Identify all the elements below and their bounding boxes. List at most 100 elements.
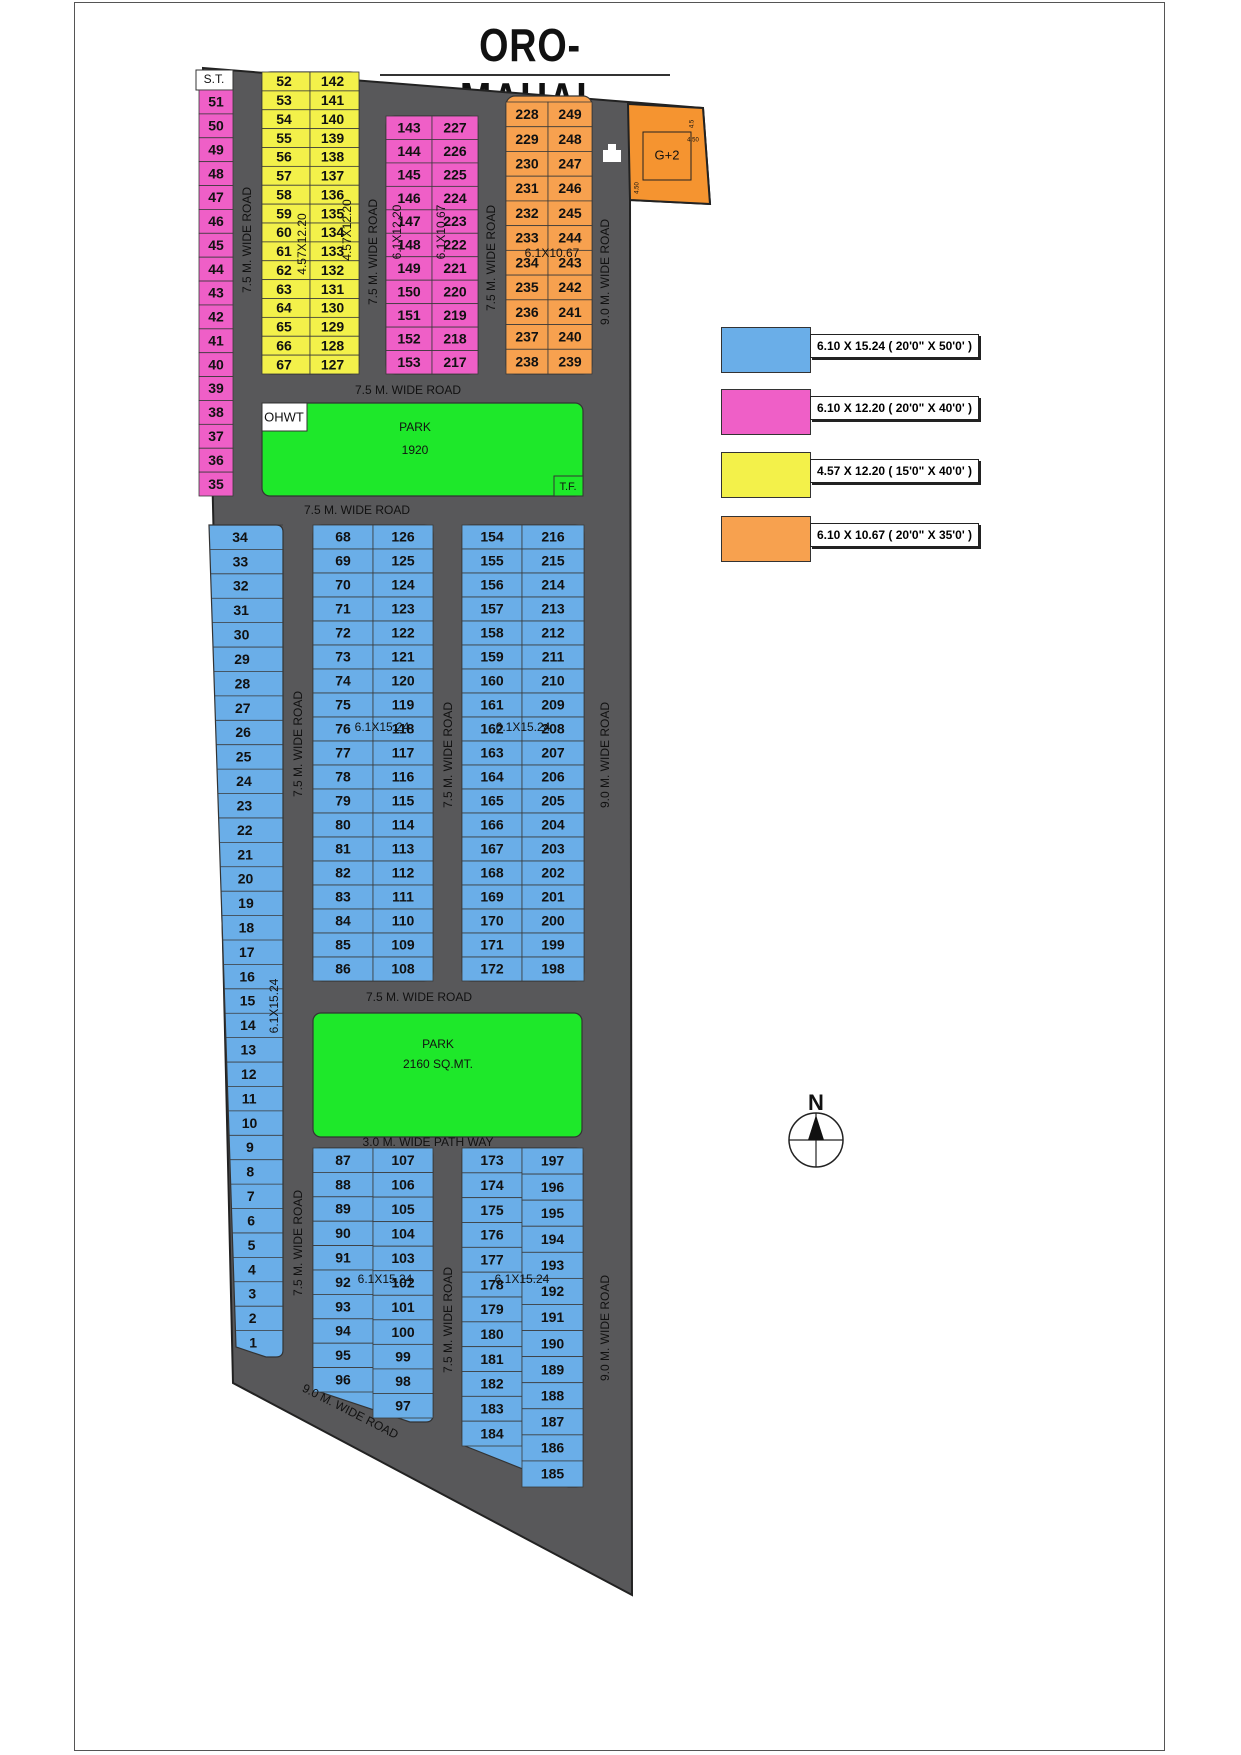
plot-number: 241 bbox=[558, 304, 582, 320]
plot-number: 218 bbox=[443, 331, 467, 347]
plot-number: 150 bbox=[397, 284, 421, 300]
plot-number: 166 bbox=[480, 817, 504, 833]
plot-number: 110 bbox=[392, 913, 415, 929]
plot-number: 170 bbox=[480, 913, 504, 929]
pink-size: 6.1X12.20 bbox=[390, 204, 404, 259]
small-structure-icon bbox=[603, 150, 621, 162]
plot-number: 154 bbox=[480, 529, 504, 545]
plot-cell bbox=[521, 812, 585, 838]
legend-swatch bbox=[721, 389, 811, 435]
plot-number: 234 bbox=[515, 254, 539, 270]
plot-number: 140 bbox=[321, 111, 345, 127]
road-label: 7.5 M. WIDE ROAD bbox=[366, 990, 472, 1004]
plot-number: 210 bbox=[541, 673, 565, 689]
plot-number: 38 bbox=[208, 404, 224, 420]
plot-number: 89 bbox=[335, 1201, 351, 1217]
plot-cell bbox=[461, 548, 523, 574]
plot-number: 172 bbox=[480, 961, 504, 977]
plot-number: 113 bbox=[392, 841, 415, 857]
plot-number: 213 bbox=[541, 601, 565, 617]
plot-cell bbox=[521, 932, 585, 958]
plot-cell bbox=[372, 716, 434, 742]
plot-number: 132 bbox=[321, 262, 345, 278]
plot-number: 70 bbox=[335, 577, 351, 593]
plot-number: 24 bbox=[236, 773, 252, 789]
plot-cell bbox=[547, 249, 593, 276]
plot-number: 186 bbox=[541, 1440, 565, 1456]
plot-number: 237 bbox=[515, 329, 539, 345]
park-2-label: PARK bbox=[422, 1037, 454, 1051]
plot-number: 71 bbox=[335, 601, 351, 617]
plot-number: 141 bbox=[321, 92, 345, 108]
plot-number: 83 bbox=[335, 889, 351, 905]
plot-number: 187 bbox=[541, 1414, 565, 1430]
plot-number: 194 bbox=[541, 1231, 565, 1247]
plot-cell bbox=[372, 1343, 434, 1370]
orange-size: 6.1X10.67 bbox=[525, 246, 580, 260]
plot-number: 116 bbox=[392, 769, 415, 785]
plot-cell bbox=[505, 126, 549, 152]
plot-number: 26 bbox=[235, 724, 251, 740]
legend-label: 6.10 X 10.67 ( 20'0" X 35'0' ) bbox=[810, 523, 980, 547]
plot-cell bbox=[461, 1346, 523, 1372]
plot-number: 74 bbox=[335, 673, 351, 689]
plot-number: 204 bbox=[541, 817, 565, 833]
plot-number: 85 bbox=[335, 937, 351, 953]
plot-number: 138 bbox=[321, 149, 345, 165]
plot-number: 249 bbox=[558, 106, 582, 122]
plot-number: 32 bbox=[233, 578, 249, 594]
legend-swatch bbox=[721, 327, 811, 373]
plot-number: 64 bbox=[276, 300, 292, 316]
plot-number: 18 bbox=[239, 919, 255, 935]
plot-cell bbox=[312, 788, 374, 814]
plot-number: 167 bbox=[480, 841, 504, 857]
plot-cell bbox=[312, 932, 374, 958]
blue-block-4-size: 6.1X15.24 bbox=[495, 1272, 550, 1286]
plot-number: 35 bbox=[208, 476, 224, 492]
blue-left-outline bbox=[208, 524, 284, 1358]
plot-number: 134 bbox=[321, 224, 345, 240]
plot-number: 245 bbox=[558, 205, 582, 221]
plot-number: 9 bbox=[246, 1139, 254, 1155]
plot-cell bbox=[521, 836, 585, 862]
plot-number: 239 bbox=[558, 353, 582, 369]
plot-number: 36 bbox=[208, 452, 224, 468]
plot-cell bbox=[521, 860, 585, 886]
plot-number: 217 bbox=[443, 354, 467, 370]
road-label: 7.5 M. WIDE ROAD bbox=[441, 1267, 455, 1373]
plot-cell bbox=[372, 932, 434, 958]
plot-cell bbox=[312, 956, 374, 982]
plot-number: 236 bbox=[515, 304, 539, 320]
plot-number: 147 bbox=[397, 213, 421, 229]
plot-number: 3 bbox=[248, 1286, 256, 1302]
plot-cell bbox=[461, 1371, 523, 1397]
plot-number: 243 bbox=[558, 254, 582, 270]
plot-number: 220 bbox=[443, 284, 467, 300]
plot-cell bbox=[461, 596, 523, 622]
plot-number: 184 bbox=[480, 1425, 504, 1441]
plot-number: 40 bbox=[208, 356, 224, 372]
plot-number: 47 bbox=[208, 189, 224, 205]
park-1-area: 1920 bbox=[402, 443, 429, 457]
plot-number: 155 bbox=[480, 553, 504, 569]
plot-number: 235 bbox=[515, 279, 539, 295]
plot-number: 51 bbox=[208, 94, 224, 110]
plot-number: 244 bbox=[558, 230, 582, 246]
plot-number: 209 bbox=[541, 697, 565, 713]
plot-number: 39 bbox=[208, 380, 224, 396]
plot-cell bbox=[461, 908, 523, 934]
plot-number: 27 bbox=[235, 700, 251, 716]
plot-number: 28 bbox=[235, 675, 251, 691]
plot-cell bbox=[547, 274, 593, 301]
plot-number: 22 bbox=[237, 822, 253, 838]
plot-cell bbox=[521, 1304, 584, 1331]
plot-number: 72 bbox=[335, 625, 351, 641]
plot-number: 29 bbox=[234, 651, 250, 667]
plot-number: 188 bbox=[541, 1387, 565, 1403]
blue-left-size: 6.1X15.24 bbox=[267, 978, 281, 1033]
plot-number: 33 bbox=[233, 553, 249, 569]
plot-number: 152 bbox=[397, 331, 421, 347]
plot-cell bbox=[312, 596, 374, 622]
road-label: 7.5 M. WIDE ROAD bbox=[484, 205, 498, 311]
